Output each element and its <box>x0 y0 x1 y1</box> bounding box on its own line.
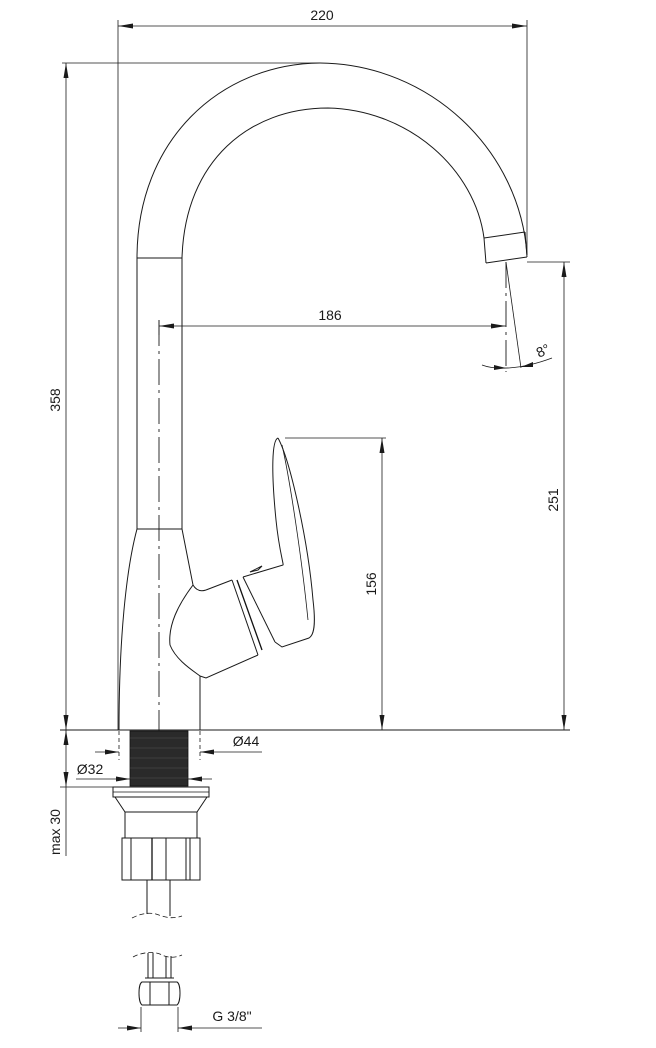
dim-186: 186 <box>318 307 342 323</box>
dim-156: 156 <box>363 572 379 596</box>
dimension-spout-reach: 186 <box>158 307 506 335</box>
dim-32: Ø32 <box>77 761 104 777</box>
dim-max-30: max 30 <box>47 809 63 855</box>
mounting-assembly <box>112 730 210 1006</box>
dimension-lever-height: 156 <box>285 437 386 730</box>
dimension-overall-width: 220 <box>117 7 528 730</box>
dimension-overall-height: 358 <box>47 62 320 730</box>
dimension-max-deck: max 30 <box>47 730 113 856</box>
dim-358: 358 <box>47 388 63 412</box>
dimension-connection-thread: G 3/8" <box>118 1007 262 1032</box>
dim-44: Ø44 <box>233 733 260 749</box>
dim-251: 251 <box>545 488 561 512</box>
faucet-outline <box>60 62 570 731</box>
dimension-thread-diameter: Ø32 <box>76 761 212 782</box>
dim-220: 220 <box>310 7 334 23</box>
dimension-spout-angle: 8° <box>481 340 552 370</box>
dimension-spout-height: 251 <box>527 261 570 730</box>
dim-8-degree: 8° <box>533 340 552 360</box>
dim-g38: G 3/8" <box>212 1008 251 1024</box>
spout-angle-line <box>505 261 522 369</box>
dimension-body-diameter: Ø44 <box>95 731 262 760</box>
